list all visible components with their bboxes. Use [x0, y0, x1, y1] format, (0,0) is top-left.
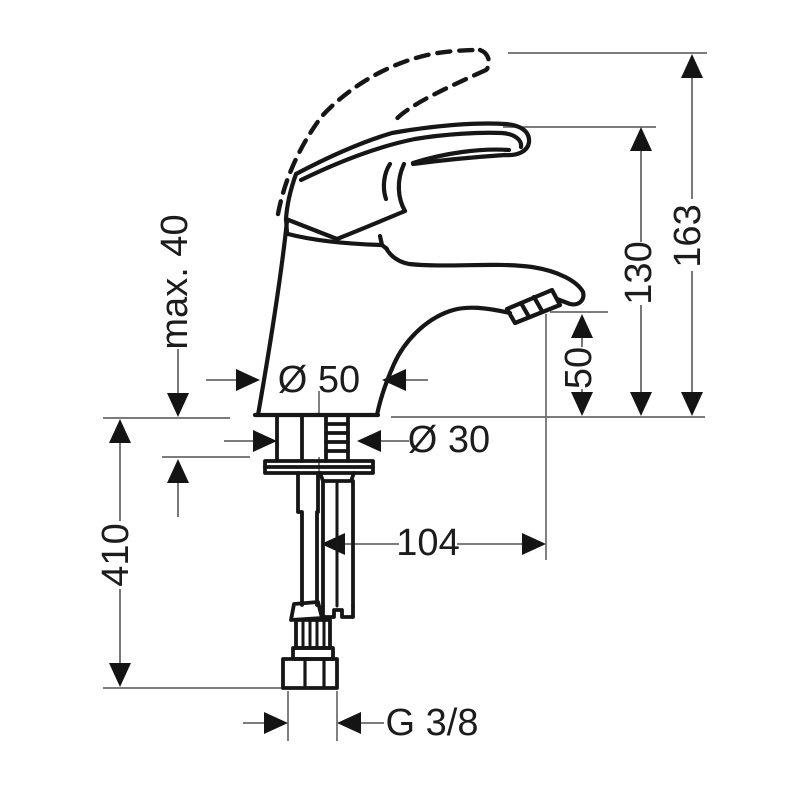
arrow-50-down	[571, 392, 593, 416]
dim-counter-thickness-label: max. 40	[154, 214, 196, 349]
connector-nut	[281, 657, 339, 690]
arrow-163-down	[681, 392, 703, 416]
dimension-arrows	[109, 54, 703, 734]
dim-shank-diameter-label: Ø 30	[408, 419, 490, 461]
spout-top-edge	[383, 245, 586, 307]
arrow-50-up	[571, 314, 593, 338]
arrow-dia50-right	[382, 369, 406, 391]
arrow-130-down	[630, 392, 652, 416]
lever-neck-back	[381, 161, 393, 202]
arrow-104-right	[522, 533, 546, 555]
lever-blade-bottom	[410, 152, 508, 167]
dim-hose-length-label: 410	[95, 523, 137, 586]
arrow-max40-down	[167, 393, 189, 417]
cap-left-edge	[283, 216, 290, 236]
extension-lines	[103, 52, 707, 741]
dim-height-overall-label: 163	[667, 204, 709, 267]
handle-raised-upper-arc	[275, 47, 481, 217]
arrow-g38-left	[264, 712, 288, 734]
handle-raised-tip-arc	[477, 47, 491, 72]
lever-underside-seam	[334, 208, 408, 242]
arrow-130-up	[630, 127, 652, 151]
hose-upper-right	[315, 471, 320, 607]
handle-raised-lower-arc	[389, 67, 489, 128]
hose-upper-left	[296, 471, 304, 607]
cap-top-seam	[283, 216, 340, 242]
dim-connection-thread-label: G 3/8	[386, 702, 479, 744]
arrow-410-up	[109, 419, 131, 443]
lever-blade-inner-line-2	[410, 147, 512, 166]
dimension-labels: max. 40 163 130 50 410 Ø 50 Ø 30 104 G 3…	[95, 204, 709, 744]
arrow-410-down	[109, 663, 131, 687]
cap-right-step	[377, 233, 390, 252]
arrow-dia50-left	[236, 369, 260, 391]
faucet-outline	[252, 121, 586, 418]
arrow-g38-right	[337, 712, 361, 734]
lever-blade-inner-line	[298, 130, 524, 183]
below-deck-assembly	[263, 415, 375, 690]
lever-neck-front	[396, 161, 408, 214]
handle-raised-position	[275, 47, 491, 217]
dim-height-lever-label: 130	[618, 241, 660, 304]
hose-crimp	[289, 600, 324, 622]
arrow-max40-up	[167, 459, 189, 483]
aerator-hatch-2	[531, 294, 545, 314]
body-left-edge	[255, 218, 290, 418]
body-right-spout-underside	[374, 305, 513, 418]
dimension-lines	[119, 77, 693, 724]
dim-base-diameter-label: Ø 50	[278, 359, 360, 401]
dim-spout-reach-label: 104	[396, 522, 459, 564]
aerator-hatch-1	[518, 300, 532, 320]
arrow-104-left	[321, 533, 345, 555]
mounting-flange	[263, 459, 375, 475]
supply-pipe-break-end	[321, 604, 355, 619]
arrow-dia30-right	[357, 430, 381, 452]
arrow-163-up	[681, 54, 703, 78]
lever-back-edge	[283, 171, 299, 222]
dim-height-spout-outlet-label: 50	[558, 347, 600, 389]
lever-blade-top	[293, 121, 532, 177]
arrow-dia30-left	[253, 430, 277, 452]
cap-lower-seam	[285, 231, 384, 248]
aerator-outline	[504, 287, 563, 326]
